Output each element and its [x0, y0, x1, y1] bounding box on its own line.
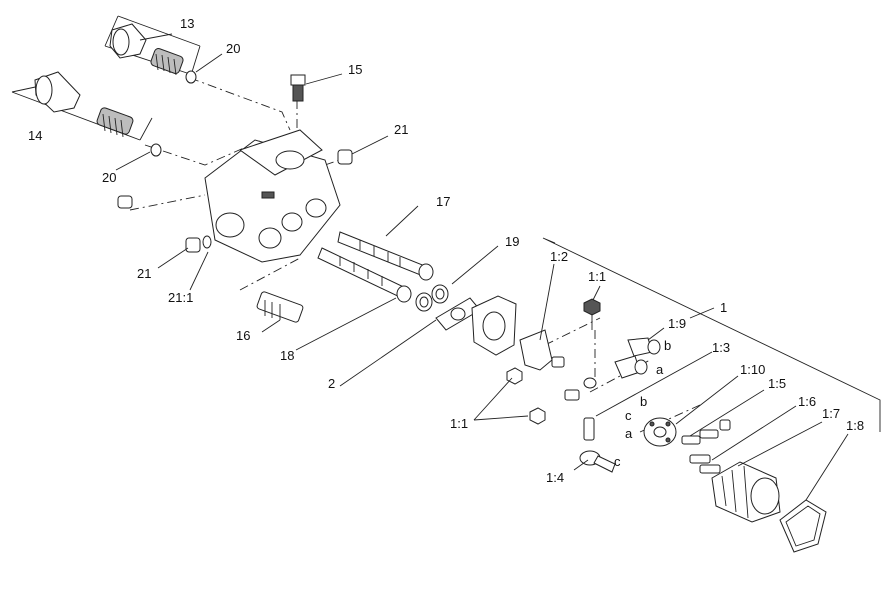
part-1-7-rubber-boot: [711, 461, 781, 523]
callout-21-lower: 21: [137, 266, 151, 281]
callout-17: 17: [436, 194, 450, 209]
callout-b-upper: b: [664, 338, 671, 353]
callout-1-4: 1:4: [546, 470, 564, 485]
part-20-o-ring-lower: [150, 143, 162, 157]
part-16-relief-valve: [256, 291, 304, 323]
part-18-spool: [317, 247, 412, 303]
leader-lines: [115, 33, 849, 501]
part-13-cap-spring: [109, 23, 184, 76]
part-1-10-pin: [719, 419, 731, 431]
part-1-5-bolts: [681, 429, 719, 445]
part-19-seals: [415, 284, 449, 312]
callout-b-lower: b: [640, 394, 647, 409]
valve-body: [204, 129, 341, 263]
callout-c-lower: c: [614, 454, 621, 469]
callout-1-9: 1:9: [668, 316, 686, 331]
part-21-plug-lower: [185, 235, 212, 253]
part-screw-left: [117, 195, 133, 209]
part-hub: [643, 417, 677, 447]
callout-19: 19: [505, 234, 519, 249]
callout-1-2: 1:2: [550, 249, 568, 264]
callout-1-1-top: 1:1: [588, 269, 606, 284]
callout-16: 16: [236, 328, 250, 343]
part-15-plug: [290, 74, 306, 102]
callout-1-6: 1:6: [798, 394, 816, 409]
callout-1-1-left: 1:1: [450, 416, 468, 431]
part-20-o-ring-upper: [185, 70, 197, 84]
part-1-9-ball-joint-a: [614, 355, 648, 379]
callout-1-10: 1:10: [740, 362, 765, 377]
callout-a-lower: a: [625, 426, 633, 441]
callout-20-lower: 20: [102, 170, 116, 185]
callout-c-left: c: [625, 408, 632, 423]
part-1-1-nut-top: [583, 298, 601, 330]
part-1-9-ball-joint-b: [627, 337, 661, 357]
callout-13: 13: [180, 16, 194, 31]
assembly-lines: [129, 77, 701, 433]
callout-15: 15: [348, 62, 362, 77]
part-1-6-bolts: [689, 454, 721, 474]
part-21-plug-upper: [337, 149, 353, 165]
part-1-4-rod-end: [579, 450, 616, 473]
callout-1-8: 1:8: [846, 418, 864, 433]
callout-1-5: 1:5: [768, 376, 786, 391]
callout-a-upper: a: [656, 362, 664, 377]
callout-1-3: 1:3: [712, 340, 730, 355]
callout-18: 18: [280, 348, 294, 363]
part-2-flange: [435, 297, 481, 331]
part-1-1-nut-bottom: [529, 407, 546, 425]
callout-21-upper: 21: [394, 122, 408, 137]
callout-20-upper: 20: [226, 41, 240, 56]
part-linkage: [564, 377, 597, 441]
part-bracket: [519, 329, 565, 371]
callout-21-1: 21:1: [168, 290, 193, 305]
callout-14: 14: [28, 128, 42, 143]
callout-1: 1: [720, 300, 727, 315]
part-1-2-housing: [471, 295, 517, 356]
part-14-housing-spring: [34, 71, 134, 138]
part-1-8-clamp: [779, 499, 827, 553]
part-17-spool: [337, 231, 434, 281]
assembly-frame-1: [542, 237, 881, 432]
callout-2: 2: [328, 376, 335, 391]
callout-1-7: 1:7: [822, 406, 840, 421]
callout-labels: 13 20 15 14 21 20 17 19 21 21:1 1:2 1:1 …: [28, 16, 864, 485]
